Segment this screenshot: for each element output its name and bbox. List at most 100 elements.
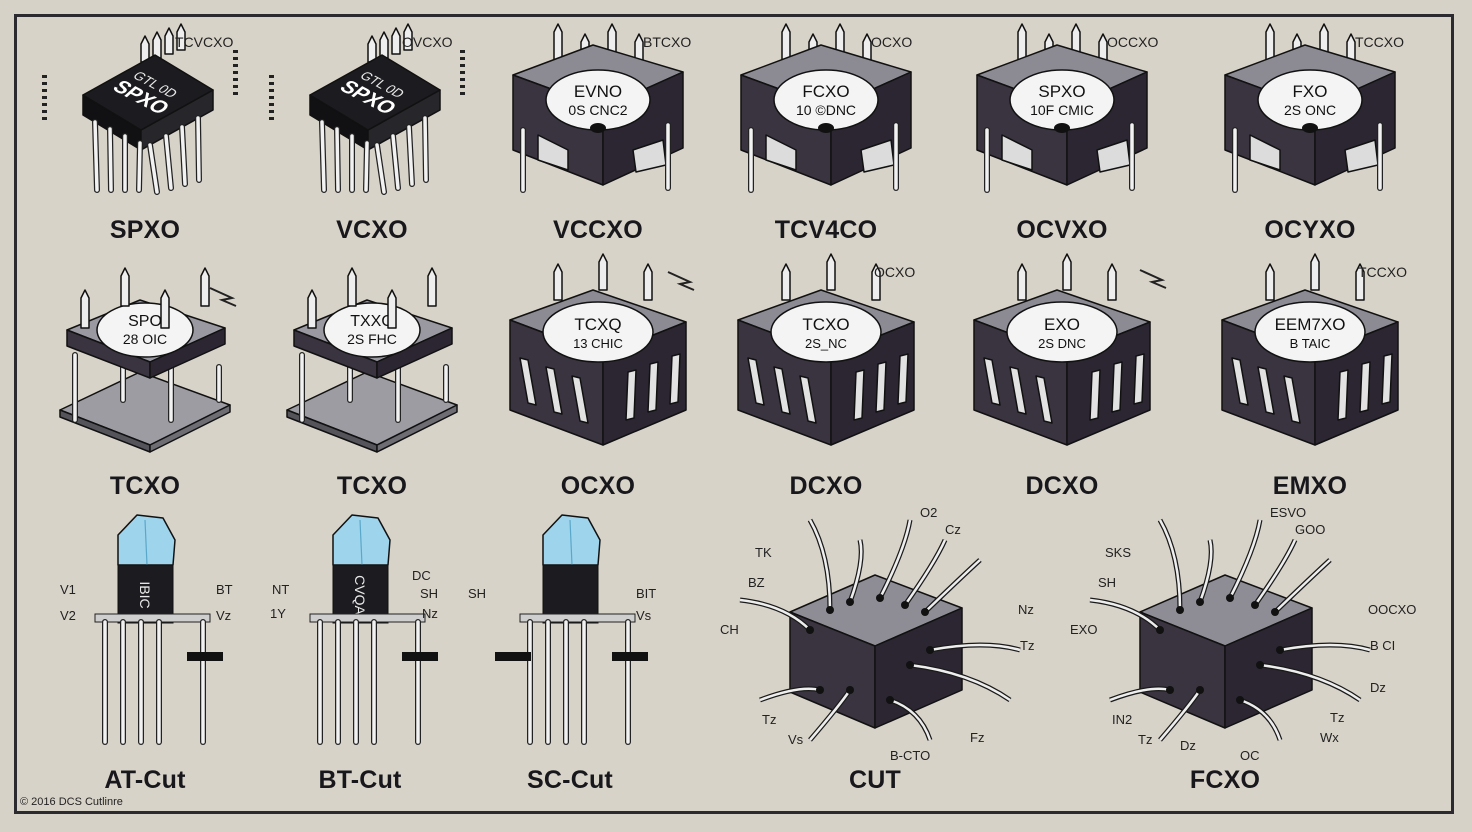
tick-mark <box>233 57 238 60</box>
board-top-pin <box>307 289 317 329</box>
dip-top-pin <box>367 35 377 63</box>
row1-tag-5: OCCXO <box>1107 34 1159 50</box>
cube-2-tag-6: OOCXO <box>1368 602 1417 617</box>
row2-label-2: TCXO <box>336 472 408 500</box>
tick-mark <box>269 103 274 106</box>
block-top-pin <box>1062 253 1072 291</box>
block-top-pin <box>553 263 563 301</box>
row1-tag-2: OVCXO <box>402 34 453 50</box>
row3-label-3: SC-Cut <box>527 766 613 794</box>
block-top-pin <box>781 263 791 301</box>
row2-label-5: DCXO <box>1025 472 1099 500</box>
wire <box>903 539 947 606</box>
can-marking-line1: SPXO <box>1038 82 1085 101</box>
tick-mark <box>460 92 465 95</box>
cube-2-tag-5: EXO <box>1070 622 1098 637</box>
cube-1-tag-10: Vs <box>788 732 804 747</box>
tick-mark <box>269 75 274 78</box>
crystal-body <box>332 564 389 624</box>
crystal-3-tag-2: BIT <box>636 586 657 601</box>
can-marking-line1: EVNO <box>574 82 622 101</box>
crystal-facet <box>569 519 573 566</box>
cube-2-tag-10: Tz <box>1138 732 1153 747</box>
can-marking-line2: 10 ©DNC <box>796 102 856 118</box>
board-plate-edge <box>376 404 458 453</box>
cube-2-tag-4: SH <box>1098 575 1117 590</box>
board-marking-line1: SPO <box>128 313 162 330</box>
cube-1-tag-8: Fz <box>970 730 985 745</box>
wired-cube-2 <box>1089 518 1371 742</box>
row2-label-4: DCXO <box>789 472 863 500</box>
block-fin <box>773 366 791 415</box>
cube-2-tag-14: Dz <box>1370 680 1386 695</box>
crystal-clip <box>187 652 223 661</box>
dip-leg <box>180 125 187 186</box>
wire-socket <box>1236 696 1244 704</box>
crystal-1-tag-2: V2 <box>60 608 76 623</box>
wire-socket <box>1226 594 1234 602</box>
tick-mark <box>42 75 47 78</box>
wire <box>1228 519 1262 599</box>
cube-2-tag-1: ESVO <box>1270 505 1307 520</box>
crystal-2-tag-3: DC <box>412 568 431 583</box>
block-label-disc <box>1254 301 1366 363</box>
row3-label-2: BT-Cut <box>318 766 402 794</box>
wire-socket <box>1271 608 1279 616</box>
pointer-arrow-2 <box>667 271 695 291</box>
can-dot <box>1302 123 1318 133</box>
block-marking-line1: EEM7XO <box>1275 315 1346 334</box>
block-label-disc <box>1006 301 1118 363</box>
wire-socket <box>1276 646 1284 654</box>
block-marking-line1: TCXO <box>802 315 849 334</box>
tick-mark <box>269 110 274 113</box>
wire <box>739 598 811 631</box>
dip-top <box>82 54 214 131</box>
dip-leg <box>164 134 173 190</box>
dip-top-pin <box>403 23 413 51</box>
wire <box>1239 698 1282 741</box>
tick-mark <box>269 82 274 85</box>
crystal-3 <box>495 514 648 745</box>
row1-label-1: SPXO <box>109 216 181 244</box>
block-marking-line1: EXO <box>1044 315 1080 334</box>
row1-tag-6: TCCXO <box>1355 34 1404 50</box>
wire <box>929 643 1021 652</box>
crystal-marking: CVQA <box>352 575 368 615</box>
can-marking-line2: 10F CMIC <box>1030 102 1094 118</box>
wire-socket <box>876 594 884 602</box>
crystal-marking: IBIC <box>137 581 153 608</box>
cube-2-tag-11: OC <box>1240 748 1260 763</box>
row1-label-4: TCV4CO <box>774 216 878 244</box>
board-top-pin <box>120 267 130 307</box>
cube-1-tag-1: O2 <box>920 505 938 520</box>
dip-top-pin <box>391 27 401 55</box>
wire <box>909 663 1011 702</box>
block-fin <box>1337 369 1349 421</box>
wire <box>878 519 912 599</box>
tick-mark <box>269 117 274 120</box>
wire-socket <box>1166 686 1174 694</box>
crystal-clip <box>612 652 648 661</box>
tick-mark <box>42 117 47 120</box>
dip-leg <box>423 116 428 182</box>
cube-1-tag-4: BZ <box>748 575 765 590</box>
wire-socket <box>901 601 909 609</box>
crystal-3-tag-1: SH <box>468 586 487 601</box>
dip-leg <box>320 120 326 192</box>
block-fin <box>1009 366 1027 415</box>
cube-1-tag-11: B-CTO <box>890 748 931 763</box>
tick-mark <box>269 89 274 92</box>
block-fin <box>747 357 765 406</box>
wire <box>1253 539 1297 606</box>
crystal-bar <box>519 613 636 623</box>
cube-2-tag-12: Dz <box>1180 738 1196 753</box>
crystal-clip <box>495 652 531 661</box>
row2-label-6: EMXO <box>1272 472 1348 500</box>
block-fin <box>1111 361 1123 413</box>
board-chip-side <box>376 327 453 379</box>
crystal-2-tag-1: NT <box>272 582 290 597</box>
